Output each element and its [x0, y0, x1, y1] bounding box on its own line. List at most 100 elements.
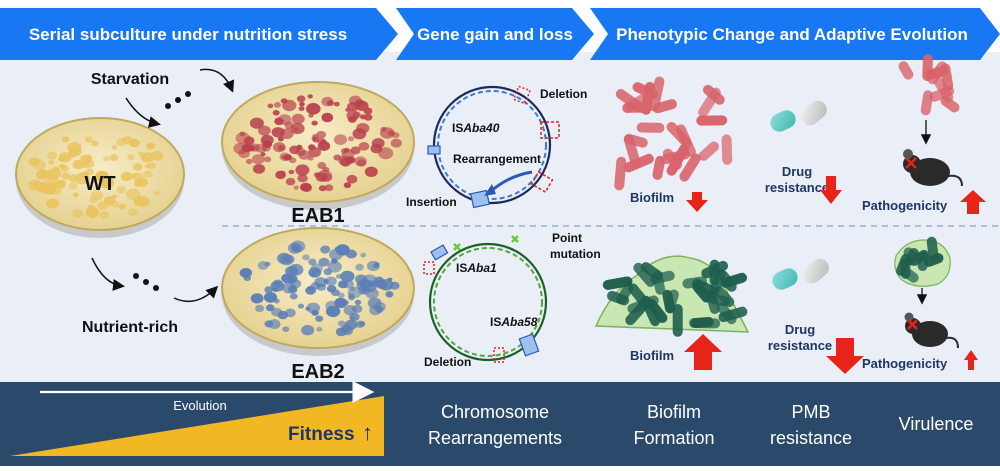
- isaba58-label: ISAba58: [490, 315, 538, 329]
- eab2-colony: [264, 320, 274, 328]
- biofilm-label-top: Biofilm: [630, 190, 674, 205]
- eab2-colony: [343, 280, 355, 289]
- green-bacterium: [692, 281, 712, 303]
- eab1-colony: [298, 150, 311, 160]
- footer-col3-line2: resistance: [770, 428, 852, 448]
- eab1-colony: [293, 185, 299, 190]
- fitness-label: Fitness: [288, 424, 355, 445]
- banner-arrow-2: [396, 8, 594, 60]
- eab1-colony: [358, 142, 370, 151]
- eab2-colony: [349, 316, 356, 321]
- drug-label-top-1: Drug: [782, 164, 812, 179]
- eab2-colony: [366, 260, 380, 272]
- banner-arrow-1: [0, 8, 398, 60]
- footer-col1-line2: Rearrangements: [428, 428, 562, 448]
- starvation-arrow-2: [199, 68, 235, 93]
- eab1-colony: [277, 144, 285, 151]
- eab1-colony: [285, 177, 296, 186]
- fitness-wedge: [10, 396, 384, 456]
- eab2-colony: [271, 307, 283, 317]
- eab1-colony: [252, 164, 266, 174]
- eab1-colony: [346, 110, 360, 121]
- eab1-colony: [275, 170, 286, 180]
- wt-colony: [58, 156, 64, 162]
- nutrient-arrow-2: [173, 285, 219, 303]
- evolution-label: Evolution: [173, 398, 226, 413]
- wt-colony: [127, 154, 135, 161]
- eab2-colony: [329, 249, 343, 261]
- footer-col4: Virulence: [899, 414, 974, 434]
- eab2-colony: [374, 302, 386, 312]
- eab1-dish: [221, 81, 415, 210]
- eab2-colony: [264, 261, 271, 267]
- patho-top-up-arrow: [960, 190, 986, 214]
- eab1-colony: [338, 155, 351, 166]
- indicator-arrows: [684, 176, 986, 374]
- green-bacterium: [652, 270, 666, 295]
- eab2-colony: [263, 292, 278, 303]
- eab2-colony: [365, 288, 379, 299]
- red-bacterium: [662, 148, 683, 170]
- patho-bottom-up-arrow: [964, 350, 978, 370]
- wt-colony: [61, 172, 71, 180]
- wt-colony: [68, 182, 78, 190]
- eab1-colony: [293, 127, 299, 132]
- starvation-arrow-1: [125, 97, 161, 128]
- eab1-colony: [306, 103, 321, 115]
- footer-col1-line1: Chromosome: [441, 402, 549, 422]
- mouse-icon-bottom: [904, 312, 959, 349]
- eab2-dish: [221, 227, 415, 356]
- wt-colony: [116, 185, 127, 194]
- mouse-icon-top: [903, 149, 963, 187]
- wt-colony: [47, 168, 62, 180]
- eab1-colony: [346, 174, 358, 184]
- eab2-colony: [341, 325, 354, 336]
- eab2-colony: [355, 263, 364, 271]
- isaba58-element: [518, 333, 540, 357]
- green-bacterium: [689, 318, 721, 329]
- eab1-colony: [246, 158, 253, 165]
- green-bacterium: [616, 283, 634, 305]
- green-bacterium-path: [926, 236, 939, 262]
- starvation-dots: [165, 91, 191, 109]
- eab2-colony: [250, 293, 264, 304]
- eab1-colony: [391, 132, 400, 139]
- wt-colony: [154, 190, 160, 196]
- eab2-colony: [331, 289, 340, 297]
- banner-step3-label: Phenotypic Change and Adaptive Evolution: [616, 25, 968, 44]
- eab1-colony: [263, 156, 272, 163]
- green-bacterium: [709, 259, 720, 286]
- eab1-colony: [282, 99, 297, 112]
- wt-colony: [111, 145, 118, 150]
- wt-colony: [85, 206, 100, 218]
- nutrient-arrow-1: [91, 257, 125, 291]
- red-bacterium-path: [927, 61, 948, 85]
- eab1-colony: [308, 144, 316, 151]
- chromosome-top: Deletion ISAba40 Rearrangement Insertion: [406, 85, 587, 209]
- wt-colony: [90, 214, 96, 219]
- wt-colony: [62, 136, 70, 143]
- biofilm-top-down-arrow: [686, 192, 708, 212]
- wt-colony: [47, 151, 58, 160]
- pathogenicity-label-bottom: Pathogenicity: [862, 356, 948, 371]
- eab1-colony: [267, 103, 274, 109]
- green-bacterium-path: [917, 251, 929, 271]
- eab1-colony: [317, 162, 327, 169]
- green-bacterium: [720, 272, 748, 288]
- green-bacterium: [625, 298, 651, 326]
- eab2-colony: [318, 257, 330, 267]
- eab1-colony: [307, 94, 313, 99]
- rearr-marker: [530, 170, 554, 194]
- eab2-colony: [359, 321, 366, 327]
- wt-colony: [132, 163, 143, 171]
- eab2-colony: [325, 276, 337, 286]
- eab1-colony: [321, 112, 334, 123]
- eab1-colony: [302, 184, 313, 192]
- green-bacterium: [633, 262, 656, 287]
- wt-colony: [140, 152, 154, 163]
- green-bacterium: [718, 306, 748, 323]
- eab2-colony: [385, 291, 394, 298]
- red-bacterium: [696, 115, 728, 126]
- eab1-colony: [280, 128, 294, 140]
